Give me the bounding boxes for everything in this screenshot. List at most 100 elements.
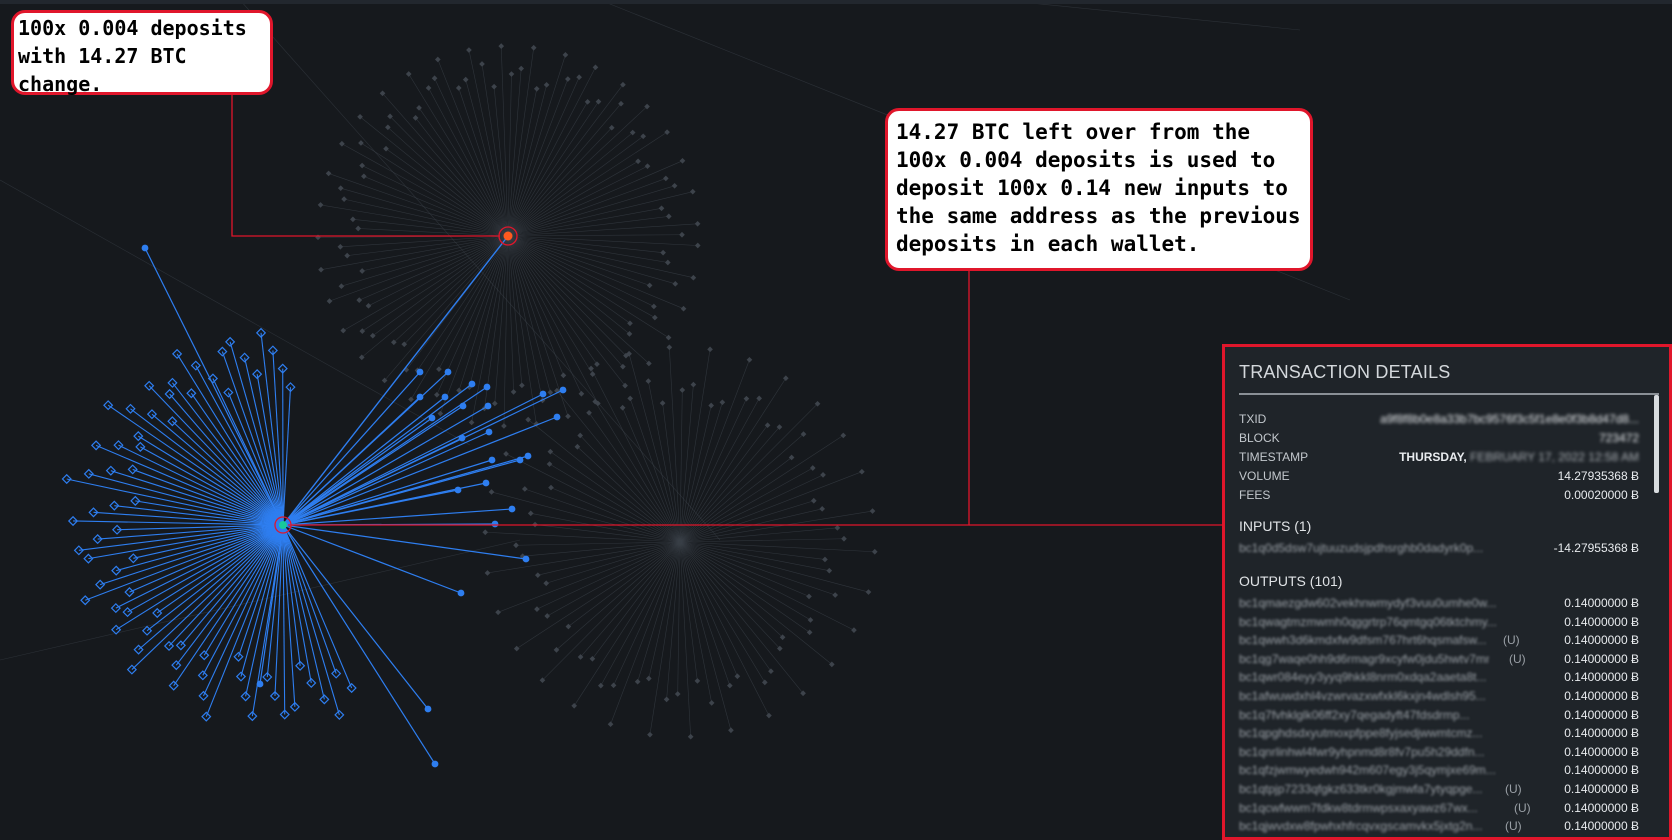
output-row[interactable]: bc1qjwvdxw8fpwhxhfrcqvxgscamvkx5jxtg2n..… — [1239, 816, 1639, 835]
address-node[interactable] — [285, 382, 296, 393]
output-row[interactable]: bc1qwagtmzmwmh0qggrtrp76qmtgq06tktchmy..… — [1239, 612, 1639, 631]
output-row[interactable]: bc1qnrlinhwl4fwr9yhpnmd8r8fv7pu5h29ddfn.… — [1239, 742, 1639, 761]
address-node[interactable] — [130, 495, 141, 506]
address-node[interactable] — [516, 456, 524, 464]
address-node[interactable] — [146, 409, 158, 420]
output-address-link[interactable]: bc1afwuwdxhl4vzwrvazxwfxkl6kxjn4wdlsh95.… — [1239, 689, 1486, 703]
output-row[interactable]: bc1qpghdsdxyutmoxpfppe8fyjsedjwwmtcmz...… — [1239, 723, 1639, 742]
address-node[interactable] — [167, 416, 178, 427]
change-output-node[interactable] — [503, 231, 513, 241]
input-address-link[interactable]: bc1q0d5dsw7ujtuuzudsjpdhsrghb0dadyrk0p..… — [1239, 541, 1484, 555]
address-node[interactable] — [225, 336, 236, 347]
output-row[interactable]: bc1qwr084eyy3yyq9hkkl8nrm0xdqa2aaeta8t..… — [1239, 667, 1639, 686]
address-node[interactable] — [428, 414, 436, 422]
address-node[interactable] — [164, 388, 175, 400]
address-node[interactable] — [110, 602, 121, 614]
address-node[interactable] — [124, 587, 135, 598]
address-node[interactable] — [239, 352, 250, 363]
address-node[interactable] — [454, 486, 462, 494]
address-node[interactable] — [83, 553, 94, 564]
address-node[interactable] — [141, 244, 149, 252]
address-node[interactable] — [113, 440, 124, 451]
address-node[interactable] — [186, 388, 197, 399]
address-node[interactable] — [233, 651, 244, 662]
address-node[interactable] — [90, 440, 102, 451]
address-node[interactable] — [133, 431, 144, 442]
address-node[interactable] — [109, 500, 120, 511]
address-node[interactable] — [128, 553, 139, 564]
address-node[interactable] — [289, 701, 300, 712]
output-address-link[interactable]: bc1qmaezgdw602vekhnwmydyf3vuu0umhe0w... — [1239, 596, 1497, 610]
address-node[interactable] — [125, 403, 136, 414]
output-address-link[interactable]: bc1qwwh3d6kmdxfw9dfsm767hrt6hqsmafsw... — [1239, 633, 1487, 648]
address-node[interactable] — [334, 709, 345, 721]
output-address-link[interactable]: bc1qjwvdxw8fpwhxhfrcqvxgscamvkx5jxtg2n..… — [1239, 819, 1483, 834]
address-node[interactable] — [319, 694, 330, 705]
address-node[interactable] — [126, 664, 137, 675]
address-node[interactable] — [197, 670, 208, 681]
address-node[interactable] — [223, 387, 234, 398]
address-node[interactable] — [67, 515, 79, 527]
address-node[interactable] — [163, 640, 175, 652]
address-node[interactable] — [539, 390, 547, 398]
address-node[interactable] — [122, 606, 133, 618]
address-node[interactable] — [141, 625, 153, 636]
address-node[interactable] — [111, 624, 122, 635]
output-address-link[interactable]: bc1qwagtmzmwmh0qggrtrp76qmtgq06tktchmy..… — [1239, 614, 1497, 629]
address-node[interactable] — [198, 690, 209, 701]
output-row[interactable]: bc1qcwfwwm7fdkw8tdrmwpsxaxyawz67wx...(U)… — [1239, 798, 1639, 817]
block-value[interactable]: 723472 — [1598, 431, 1639, 445]
address-node[interactable] — [111, 524, 123, 535]
address-node[interactable] — [459, 402, 467, 410]
output-address-link[interactable]: bc1qtpjp7233qfgkz633tkr0kgjmwfa7ytyqpge.… — [1239, 782, 1483, 796]
address-node[interactable] — [235, 671, 247, 682]
address-node[interactable] — [167, 377, 178, 388]
address-node[interactable] — [488, 456, 496, 464]
address-node[interactable] — [279, 709, 290, 720]
address-node[interactable] — [61, 473, 72, 485]
address-node[interactable] — [175, 640, 186, 651]
address-node[interactable] — [199, 650, 210, 661]
address-node[interactable] — [482, 479, 490, 487]
output-address-link[interactable]: bc1qwr084eyy3yyq9hkkl8nrm0xdqa2aaeta8t..… — [1239, 670, 1487, 685]
input-row[interactable]: bc1q0d5dsw7ujtuuzudsjpdhsrghb0dadyrk0p..… — [1239, 538, 1639, 557]
address-node[interactable] — [201, 711, 212, 722]
address-node[interactable] — [522, 555, 530, 563]
address-node[interactable] — [559, 386, 567, 394]
output-row[interactable]: bc1afwuwdxhl4vzwrvazxwfxkl6kxjn4wdlsh95.… — [1239, 686, 1639, 705]
address-node[interactable] — [255, 327, 267, 338]
address-node[interactable] — [252, 369, 263, 380]
output-address-link[interactable]: bc1qcwfwwm7fdkw8tdrmwpsxaxyawz67wx... — [1239, 800, 1478, 815]
address-node[interactable] — [95, 579, 106, 590]
address-node[interactable] — [168, 680, 179, 691]
address-node[interactable] — [267, 345, 278, 356]
address-node[interactable] — [92, 533, 103, 545]
address-node[interactable] — [553, 413, 561, 421]
output-address-link[interactable]: bc1qfzjwmwyedwh942m607egy3j5qymjxe69m... — [1239, 763, 1496, 778]
address-node[interactable] — [190, 360, 201, 371]
output-row[interactable]: bc1qmaezgdw602vekhnwmydyf3vuu0umhe0w...0… — [1239, 593, 1639, 612]
address-node[interactable] — [240, 691, 251, 702]
address-node[interactable] — [144, 380, 155, 391]
address-node[interactable] — [431, 760, 439, 768]
output-row[interactable]: bc1qg7waqe0hh9d6rmagr9xcyfw0jdu5hwtv7mnt… — [1239, 649, 1639, 668]
address-node[interactable] — [524, 452, 532, 460]
address-node[interactable] — [247, 711, 258, 722]
address-node[interactable] — [346, 682, 357, 694]
address-node[interactable] — [441, 393, 449, 401]
output-address-link[interactable]: bc1q7fvhklglk06ff2xy7qegadyft47fdsdrmp..… — [1239, 707, 1470, 722]
address-node[interactable] — [269, 690, 281, 702]
address-node[interactable] — [444, 368, 452, 376]
address-node[interactable] — [217, 346, 228, 357]
transaction-hub-node[interactable] — [279, 521, 287, 529]
address-node[interactable] — [83, 468, 94, 479]
output-row[interactable]: bc1q7fvhklglk06ff2xy7qegadyft47fdsdrmp..… — [1239, 705, 1639, 724]
address-node[interactable] — [295, 660, 306, 671]
address-node[interactable] — [458, 434, 466, 442]
address-node[interactable] — [171, 348, 183, 360]
highlighted-graph-nodes[interactable] — [61, 244, 567, 768]
address-node[interactable] — [127, 464, 138, 475]
address-node[interactable] — [152, 607, 163, 619]
address-node[interactable] — [416, 393, 424, 401]
